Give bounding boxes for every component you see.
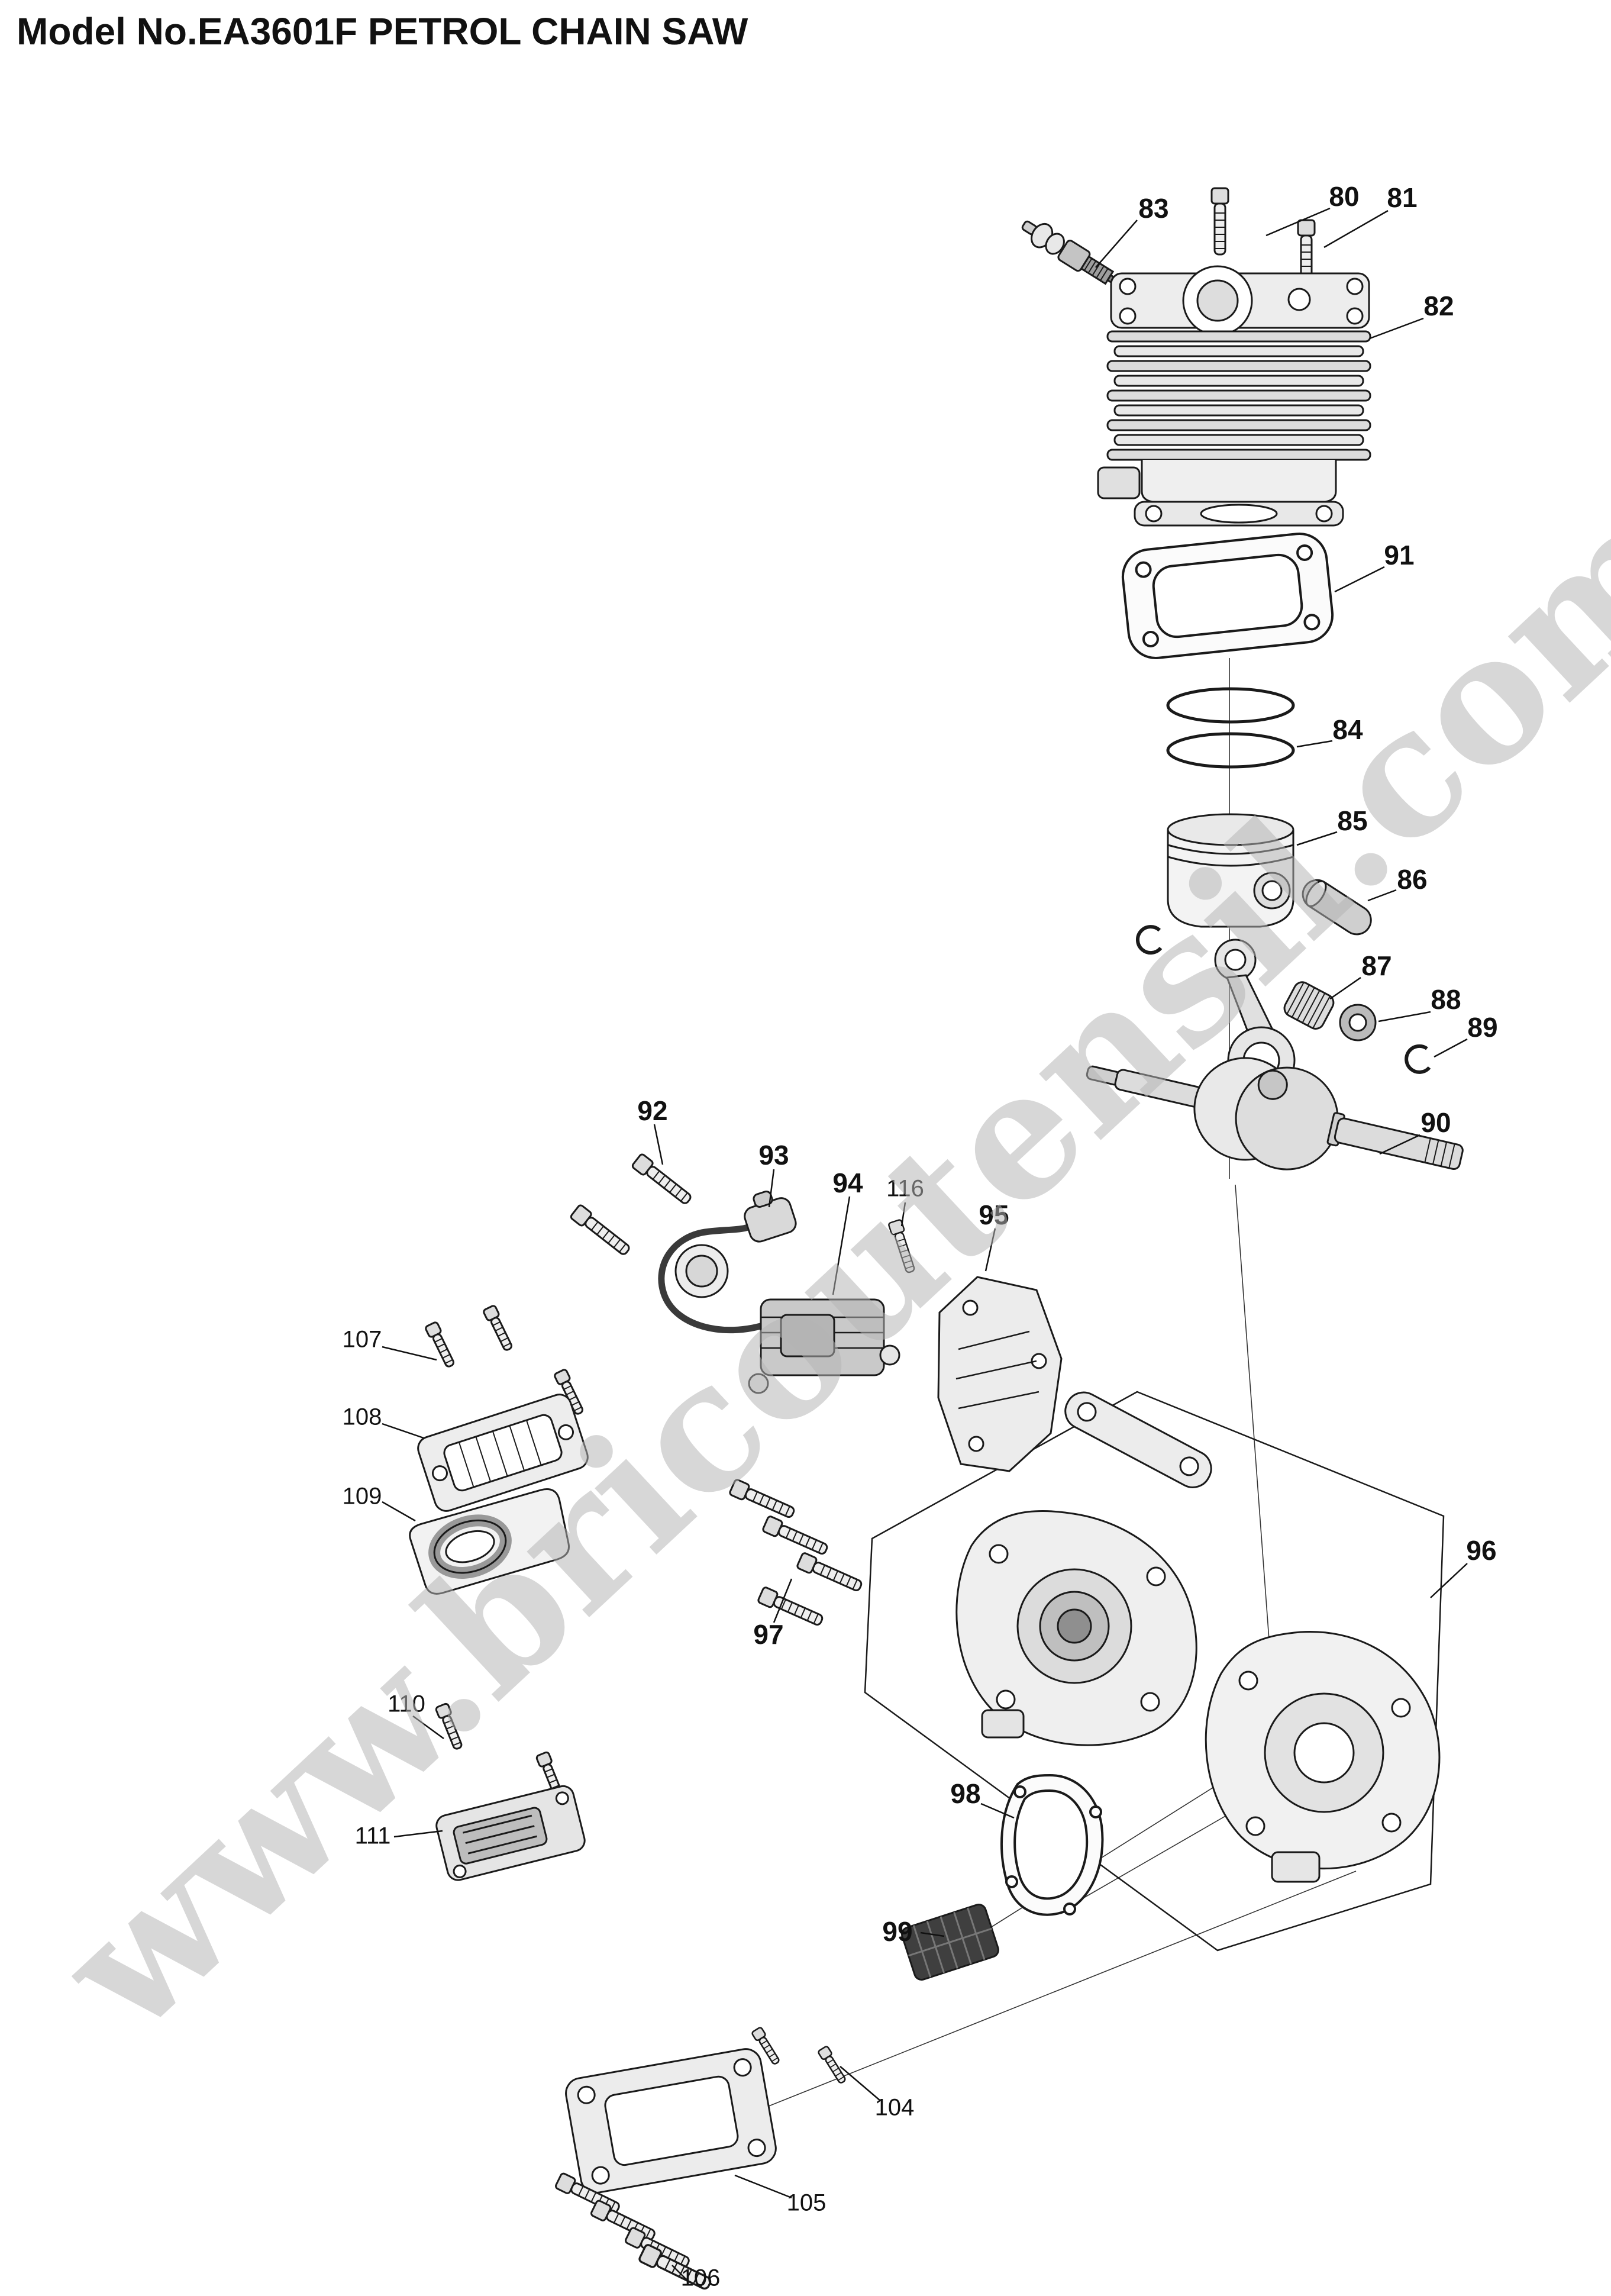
part-label-89: 89 [1467,1012,1498,1043]
needle-bearing-drawing [1283,981,1335,1030]
crankcase-left-drawing [955,1510,1197,1746]
leader-lines [382,207,1468,2280]
crankshaft-drawing [1086,1057,1464,1170]
reed-valve-drawing [901,1904,999,1981]
part-label-88: 88 [1431,984,1461,1015]
ignition-coil-drawing [658,1190,900,1394]
part-label-90: 90 [1420,1107,1451,1138]
washer-drawing [1339,1004,1377,1041]
piston-rings-drawing [1166,687,1295,769]
part-label-81: 81 [1387,182,1418,213]
part-label-97: 97 [753,1619,784,1650]
part-label-86: 86 [1397,864,1428,895]
part-label-83: 83 [1138,193,1169,224]
part-label-87: 87 [1361,950,1392,981]
crankcase-group-outline [864,1391,1445,1952]
part-label-109: 109 [342,1483,382,1510]
bottom-bracket-drawing [565,2048,777,2194]
part-label-111: 111 [354,1823,391,1849]
part-label-116: 116 [886,1175,924,1202]
crankcase-gasket-drawing [1000,1773,1104,1916]
piston-pin-drawing [1302,879,1372,936]
cylinder-gasket-drawing [1121,532,1334,660]
insulator-drawing [409,1488,570,1595]
part-label-85: 85 [1337,805,1368,836]
part-label-99: 99 [882,1916,913,1947]
circlip-left-drawing [1135,925,1163,955]
part-label-80: 80 [1329,181,1360,212]
part-label-96: 96 [1466,1535,1497,1566]
piston-drawing [1167,813,1294,928]
cylinder-drawing [1097,265,1371,527]
part-label-108: 108 [342,1404,382,1430]
part-label-107: 107 [342,1326,382,1353]
part-label-98: 98 [950,1778,981,1809]
part-label-106: 106 [680,2265,721,2291]
circlip-89-drawing [1405,1044,1431,1074]
part-label-84: 84 [1332,714,1363,745]
intake-plate-drawing [417,1394,589,1512]
crankcase-right-drawing [1205,1630,1441,1883]
part-label-94: 94 [832,1168,863,1198]
muffler-drawing [435,1785,586,1881]
cover-drawing [937,1276,1063,1472]
part-label-104: 104 [874,2094,915,2121]
part-label-91: 91 [1384,540,1415,570]
part-label-93: 93 [758,1140,789,1170]
part-label-110: 110 [388,1691,425,1717]
part-label-92: 92 [637,1095,668,1126]
part-label-82: 82 [1423,291,1454,321]
page-title: Model No.EA3601F PETROL CHAIN SAW [17,10,748,53]
part-label-95: 95 [979,1199,1009,1230]
part-label-105: 105 [786,2189,827,2216]
bracket-arm-drawing [1064,1391,1212,1488]
